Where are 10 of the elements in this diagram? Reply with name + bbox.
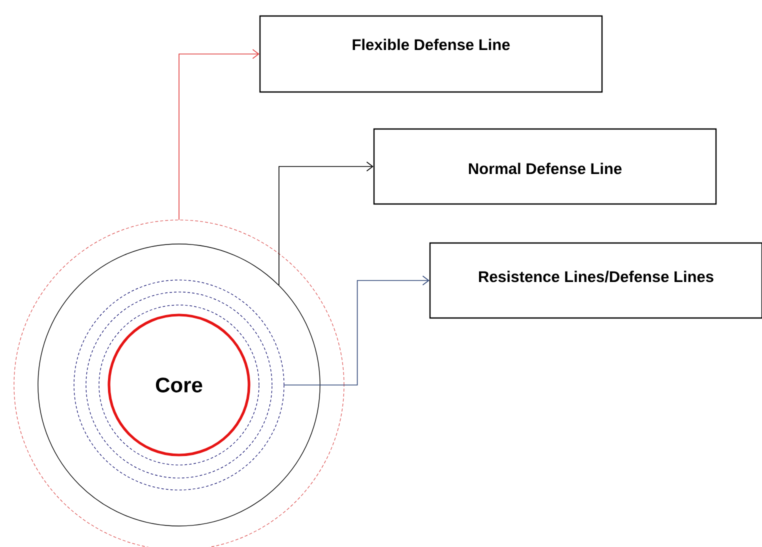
arrow: [178, 49, 260, 220]
resistance-line-circle: [98, 304, 260, 466]
normal-line-circle: [38, 244, 320, 526]
text-box: Flexible Defense Line: [259, 15, 603, 93]
arrow: [284, 276, 430, 386]
arrow: [278, 162, 374, 286]
text-box: Normal Defense Line: [373, 128, 717, 205]
resistance-line-circle: [86, 292, 272, 478]
text-box: Resistence Lines/Defense Lines: [429, 242, 762, 319]
resistance-line-circle: [74, 280, 284, 490]
